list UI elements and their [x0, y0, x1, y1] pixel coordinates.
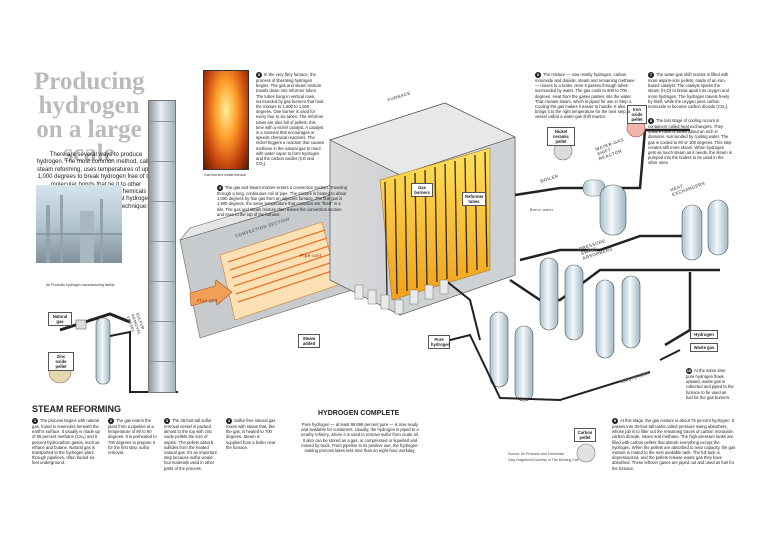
zinc-oxide-tag: Zinc oxide pellet: [48, 352, 74, 371]
pipe-coil-label: Pipe coil: [300, 253, 322, 258]
natural-gas-tag: Natural gas: [48, 312, 72, 326]
furnace-photo: [203, 70, 249, 170]
steam-reforming-title: STEAM REFORMING: [32, 404, 121, 414]
boiler-water-label: Boiler water: [530, 208, 554, 212]
hydrogen-complete-title: HYDROGEN COMPLETE: [318, 410, 400, 417]
waste-gas-tag: Waste gas: [690, 343, 718, 352]
iron-pellet-tag: Iron oxide pellet: [627, 105, 647, 124]
flue-gas-label: Flue gas: [197, 298, 218, 303]
hydrogen-complete-text: Pure hydrogen — at least 99.999 percent …: [301, 422, 419, 454]
hydrogen-tag: Hydrogen: [690, 330, 718, 339]
water-gas-shift-reactor: [599, 184, 627, 236]
furnace-photo-caption: Gas burners inside furnace: [204, 173, 247, 177]
reformer-tubes-label: Reformer tubes: [462, 192, 486, 206]
source-line: Source: Air Products and Chemicals: [508, 452, 565, 456]
nickel-pellet-tag: Nickel ceramic pellet: [547, 127, 575, 146]
smokestack: [148, 100, 176, 393]
steam-added-label: Steam added: [298, 334, 320, 348]
gas-burners-label: Gas burners: [411, 183, 433, 197]
pure-hydrogen-tag: Pure hydrogen: [428, 335, 450, 349]
credit-line: Gary Hagedorn/Courtesy of The Morning Ca…: [508, 458, 579, 462]
heat-exchanger: [681, 204, 703, 261]
pressure-swing-absorbers: [489, 257, 641, 402]
page-title: Producing hydrogen on a large scale: [34, 68, 145, 167]
carbon-pellet-icon: [576, 443, 596, 463]
facility-photo: [36, 185, 122, 263]
sulfur-removal-vessel: [95, 317, 111, 385]
heat-exchanger: [707, 199, 729, 256]
flue-gas-arrow: [189, 279, 233, 307]
photo-caption: Air Products hydrogen manufacturing faci…: [46, 283, 115, 287]
carbon-pellet-tag: Carbon pellet: [574, 428, 596, 442]
